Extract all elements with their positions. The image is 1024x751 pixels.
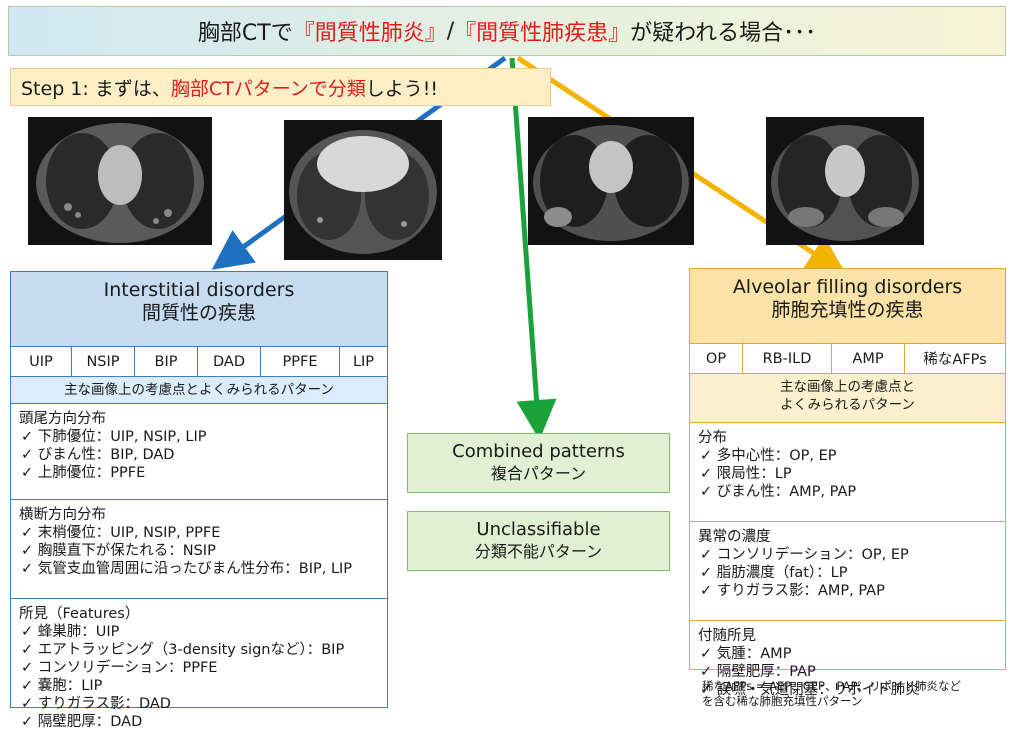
pattern-rare-afps: 稀なAFPs	[923, 352, 987, 368]
interstitial-panel: Interstitial disorders 間質性の疾患 UIP NSIP B…	[10, 271, 388, 730]
list-item: ✓ 蜂巣肺：UIP	[21, 624, 120, 640]
list-item: ✓ 気管支血管周囲に沿ったびまん性分布：BIP, LIP	[21, 561, 353, 577]
section-title: 分布	[698, 430, 727, 446]
step-emphasis: 胸部CTパターンで分類	[170, 77, 366, 100]
list-item: ✓ 限局性：LP	[700, 466, 792, 482]
unclassifiable-box: Unclassifiable 分類不能パターン	[407, 511, 670, 571]
list-item: ✓ 気腫：AMP	[700, 646, 792, 662]
section-title: 異常の濃度	[698, 529, 771, 545]
list-item: ✓ びまん性：AMP, PAP	[700, 484, 857, 500]
title-text-post: が疑われる場合･･･	[630, 21, 817, 46]
interstitial-title-en: Interstitial disorders	[103, 279, 295, 301]
combined-title-en: Combined patterns	[452, 441, 625, 462]
pattern-nsip: NSIP	[72, 347, 135, 376]
title-text-pre: 胸部CTで	[197, 21, 293, 46]
pattern-bip: BIP	[135, 347, 198, 376]
unclassifiable-title-jp: 分類不能パターン	[474, 542, 603, 561]
combined-title-jp: 複合パターン	[490, 464, 587, 483]
step-text-post: しよう!!	[365, 77, 439, 100]
pattern-lip: LIP	[352, 353, 375, 370]
pattern-amp: AMP	[832, 344, 905, 373]
list-item: ✓ 末梢優位：UIP, NSIP, PPFE	[21, 525, 221, 541]
alveolar-header: Alveolar filling disorders 肺胞充填性の疾患	[690, 269, 1005, 344]
section-associated-findings: 付随所見 ✓ 気腫：AMP ✓ 隔壁肥厚：PAP ✓ 誤嚥・気道閉塞：リポイド肺…	[690, 621, 1005, 718]
alveolar-title-jp: 肺胞充填性の疾患	[771, 299, 924, 321]
section-title: 頭尾方向分布	[19, 411, 106, 427]
interstitial-title-jp: 間質性の疾患	[141, 302, 256, 324]
step-banner: Step 1: まずは、胸部CTパターンで分類しよう!!	[10, 68, 551, 106]
pattern-op: OP	[690, 344, 743, 373]
interstitial-subheader: 主な画像上の考慮点とよくみられるパターン	[11, 377, 387, 404]
footnote-line-2: を含む稀な肺胞充填性パターン	[702, 694, 863, 708]
footnote: 稀なAFPs = AEP、CEP、PAP、リポイド肺炎など を含む稀な肺胞充填性…	[702, 679, 1002, 709]
list-item: ✓ すりガラス影：AMP, PAP	[700, 583, 885, 599]
list-item: ✓ 下肺優位：UIP, NSIP, LIP	[21, 429, 207, 445]
pattern-dad: DAD	[198, 347, 261, 376]
list-item: ✓ 上肺優位：PPFE	[21, 465, 146, 481]
list-item: ✓ びまん性：BIP, DAD	[21, 447, 175, 463]
ct-image-2	[284, 120, 442, 260]
pattern-ppfe: PPFE	[261, 347, 340, 376]
alveolar-subheader-line-2: よくみられるパターン	[780, 397, 915, 413]
combined-patterns-box: Combined patterns 複合パターン	[407, 433, 670, 493]
alveolar-title-en: Alveolar filling disorders	[732, 276, 963, 298]
alveolar-panel: Alveolar filling disorders 肺胞充填性の疾患 OP R…	[689, 268, 1006, 698]
list-item: ✓ 多中心性：OP, EP	[700, 448, 837, 464]
list-item: ✓ 胸膜直下が保たれる：NSIP	[21, 543, 216, 559]
title-separator: /	[446, 18, 455, 44]
list-item: ✓ 隔壁肥厚：PAP	[700, 664, 816, 680]
list-item: ✓ 脂肪濃度（fat）：LP	[700, 565, 848, 581]
list-item: ✓ コンソリデーション：PPFE	[21, 660, 218, 676]
section-craniocaudal: 頭尾方向分布 ✓ 下肺優位：UIP, NSIP, LIP ✓ びまん性：BIP,…	[11, 404, 387, 500]
alveolar-subheader-line-1: 主な画像上の考慮点と	[780, 379, 915, 395]
pattern-uip: UIP	[11, 347, 72, 376]
ct-image-4	[766, 117, 924, 245]
interstitial-header: Interstitial disorders 間質性の疾患	[11, 272, 387, 347]
section-features: 所見（Features） ✓ 蜂巣肺：UIP ✓ エアトラッピング（3-dens…	[11, 599, 387, 751]
unclassifiable-title-en: Unclassifiable	[476, 519, 601, 540]
section-distribution: 分布 ✓ 多中心性：OP, EP ✓ 限局性：LP ✓ びまん性：AMP, PA…	[690, 423, 1005, 522]
ct-image-3	[528, 117, 694, 245]
alveolar-pattern-row: OP RB-ILD AMP 稀なAFPs	[690, 344, 1005, 374]
page-title: 胸部CTで『間質性肺炎』/『間質性肺疾患』が疑われる場合･･･	[8, 6, 1006, 56]
section-axial: 横断方向分布 ✓ 末梢優位：UIP, NSIP, PPFE ✓ 胸膜直下が保たれ…	[11, 500, 387, 599]
section-density: 異常の濃度 ✓ コンソリデーション：OP, EP ✓ 脂肪濃度（fat）：LP …	[690, 522, 1005, 621]
list-item: ✓ エアトラッピング（3-density signなど）：BIP	[21, 642, 345, 658]
list-item: ✓ 誤嚥・気道閉塞：リポイド肺炎	[700, 682, 920, 698]
list-item: ✓ 嚢胞：LIP	[21, 678, 103, 694]
section-title: 横断方向分布	[19, 507, 106, 523]
list-item: ✓ すりガラス影：DAD	[21, 696, 171, 712]
step-text-pre: Step 1: まずは、	[21, 77, 171, 100]
section-title: 付随所見	[698, 628, 756, 644]
alveolar-subheader: 主な画像上の考慮点と よくみられるパターン	[690, 374, 1005, 423]
ct-image-1	[28, 117, 212, 245]
footnote-line-1: 稀なAFPs = AEP、CEP、PAP、リポイド肺炎など	[702, 679, 961, 693]
interstitial-pattern-row: UIP NSIP BIP DAD PPFE LIP	[11, 347, 387, 377]
section-title: 所見（Features）	[19, 606, 140, 622]
list-item: ✓ コンソリデーション：OP, EP	[700, 547, 909, 563]
list-item: ✓ 隔壁肥厚：DAD	[21, 714, 143, 730]
title-emphasis-2: 『間質性肺疾患』	[454, 21, 631, 46]
title-emphasis-1: 『間質性肺炎』	[292, 21, 447, 46]
pattern-rb-ild: RB-ILD	[743, 344, 832, 373]
arrow-to-combined	[509, 57, 557, 440]
